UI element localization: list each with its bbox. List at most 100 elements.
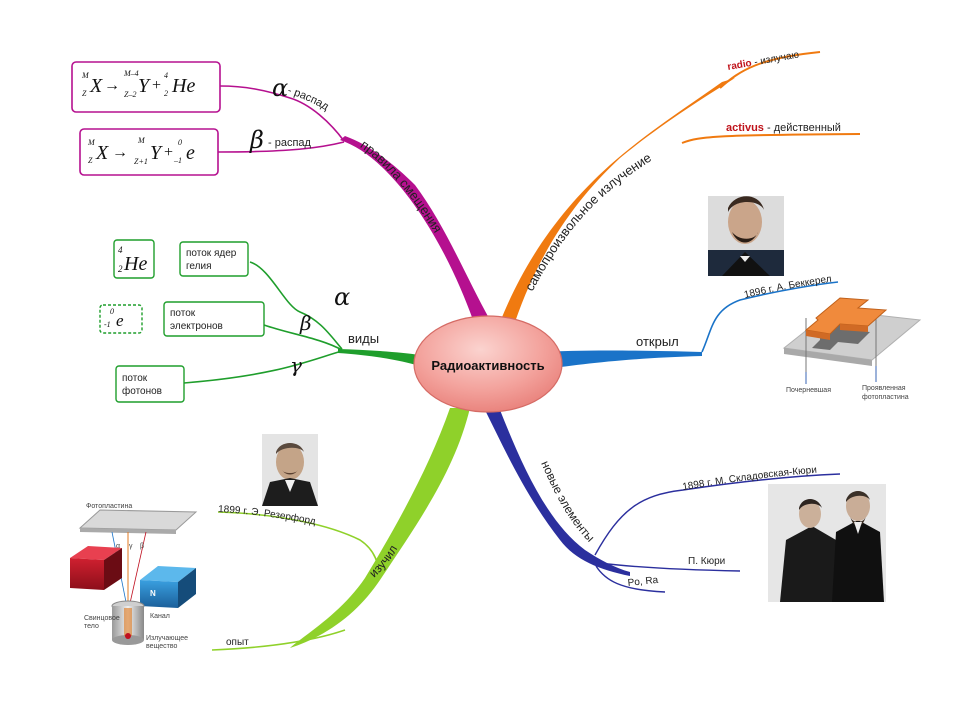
rutherford-experiment: Фотопластина α γ β N Свинцовое тело Кана… bbox=[70, 503, 198, 650]
beta-formula: M Z X → M Z+1 Y + 0 –1 e bbox=[87, 136, 195, 166]
branch-discovered bbox=[540, 350, 702, 370]
lead-label-1: Свинцовое bbox=[84, 615, 120, 622]
line-pora bbox=[595, 565, 666, 593]
center-node[interactable] bbox=[413, 315, 563, 413]
line-beta-decay bbox=[217, 141, 345, 153]
svg-text:+: + bbox=[164, 144, 173, 161]
ray-gamma: γ bbox=[129, 543, 133, 550]
svg-text:-1: -1 bbox=[104, 320, 111, 329]
spontaneous-label: самопроизвольное излучение bbox=[522, 150, 654, 293]
alpha-flow-box bbox=[179, 241, 249, 277]
channel-label: Канал bbox=[150, 613, 170, 620]
line-gamma-flow bbox=[183, 350, 343, 384]
radio-text: radio - излучаю bbox=[727, 49, 801, 73]
line-radio bbox=[719, 51, 821, 89]
exp-label-right1: Проявленная bbox=[862, 385, 906, 392]
beta-decay-text: - распад bbox=[268, 137, 312, 149]
alpha-flow-line1: поток ядер bbox=[186, 248, 237, 259]
beta-flow-box bbox=[163, 301, 265, 337]
electron-symbol: 0 -1 e bbox=[104, 307, 124, 330]
curie-photo bbox=[768, 484, 886, 602]
line-activus bbox=[681, 133, 861, 144]
svg-text:He: He bbox=[123, 253, 147, 275]
discovered-label: открыл bbox=[636, 334, 679, 349]
exp-label-right2: фотопластина bbox=[862, 394, 909, 401]
source-label-2: вещество bbox=[146, 643, 177, 650]
svg-text:Y: Y bbox=[138, 75, 151, 97]
line-experiment bbox=[211, 629, 346, 651]
branch-elements bbox=[485, 410, 630, 576]
beta-flow-line1: поток bbox=[170, 308, 196, 319]
beta-type-symbol: β bbox=[299, 311, 312, 335]
svg-text:X: X bbox=[95, 142, 109, 164]
exp-label-left: Почерневшая bbox=[786, 387, 831, 394]
line-beta-flow bbox=[263, 324, 343, 351]
plate-label: Фотопластина bbox=[86, 503, 132, 510]
svg-text:4: 4 bbox=[164, 71, 168, 80]
helium-symbol-box bbox=[113, 239, 155, 279]
source-label-1: Излучающее bbox=[146, 635, 188, 642]
activus-text: activus - действенный bbox=[726, 122, 841, 134]
svg-text:Y: Y bbox=[150, 142, 163, 164]
magnet-north-label: N bbox=[150, 589, 156, 598]
svg-text:2: 2 bbox=[118, 264, 123, 274]
svg-text:e: e bbox=[116, 311, 124, 330]
svg-text:Z: Z bbox=[82, 89, 87, 98]
svg-text:He: He bbox=[171, 75, 195, 97]
branch-types bbox=[338, 349, 420, 366]
becquerel-experiment: Почерневшая Проявленная фотопластина bbox=[772, 297, 940, 406]
line-rutherford bbox=[217, 511, 380, 579]
becquerel-portrait bbox=[708, 196, 784, 276]
center-label: Радиоактивность bbox=[431, 358, 544, 373]
branch-rules bbox=[340, 136, 490, 320]
helium-symbol: 4 2 He bbox=[118, 245, 147, 275]
alpha-type-symbol: α bbox=[334, 283, 350, 311]
pcurie-text: П. Кюри bbox=[688, 556, 725, 567]
svg-text:Z+1: Z+1 bbox=[134, 157, 148, 166]
svg-text:→: → bbox=[104, 77, 120, 94]
ray-beta: β bbox=[140, 543, 144, 550]
svg-text:2: 2 bbox=[164, 89, 168, 98]
line-alpha-flow bbox=[249, 261, 343, 350]
svg-text:4: 4 bbox=[118, 245, 123, 255]
svg-text:M: M bbox=[87, 138, 96, 147]
svg-text:Z–2: Z–2 bbox=[124, 90, 136, 99]
line-pcurie bbox=[599, 562, 741, 572]
alpha-decay-symbol: α bbox=[272, 74, 288, 102]
rutherford-portrait bbox=[262, 434, 318, 506]
electron-symbol-box bbox=[99, 304, 143, 334]
line-alpha-decay bbox=[219, 85, 345, 142]
svg-text:e: e bbox=[186, 142, 195, 164]
rutherford-text: 1899 г. Э. Резерфорд bbox=[218, 504, 317, 528]
gamma-type-symbol: γ bbox=[290, 353, 302, 377]
alpha-formula-box bbox=[71, 61, 221, 113]
svg-text:M–4: M–4 bbox=[123, 69, 139, 78]
line-becquerel bbox=[701, 281, 839, 353]
svg-text:M: M bbox=[81, 71, 90, 80]
alpha-flow-line2: гелия bbox=[186, 261, 212, 272]
lead-label-2: тело bbox=[84, 623, 99, 630]
rules-label: правила смещения bbox=[358, 137, 446, 235]
elements-label: новые элементы bbox=[538, 459, 597, 545]
types-label: виды bbox=[348, 331, 379, 346]
gamma-flow-line2: фотонов bbox=[122, 385, 162, 397]
svg-text:–1: –1 bbox=[173, 156, 182, 165]
branch-spontaneous bbox=[500, 78, 735, 322]
ray-alpha: α bbox=[116, 543, 120, 550]
beta-decay-symbol: β bbox=[249, 126, 264, 154]
beta-flow-line2: электронов bbox=[170, 321, 223, 332]
gamma-flow-box bbox=[115, 365, 185, 403]
alpha-formula: M Z X → M–4 Z–2 Y + 4 2 He bbox=[81, 69, 195, 99]
pora-text: Po, Ra bbox=[627, 575, 659, 589]
svg-text:X: X bbox=[89, 75, 103, 97]
svg-text:→: → bbox=[112, 144, 128, 161]
beta-formula-box bbox=[79, 128, 219, 176]
gamma-flow-line1: поток bbox=[122, 373, 148, 384]
line-curie bbox=[594, 473, 841, 556]
svg-text:0: 0 bbox=[178, 138, 182, 147]
branch-studied bbox=[290, 408, 470, 648]
svg-text:M: M bbox=[137, 136, 146, 145]
experiment-text: опыт bbox=[226, 637, 249, 648]
